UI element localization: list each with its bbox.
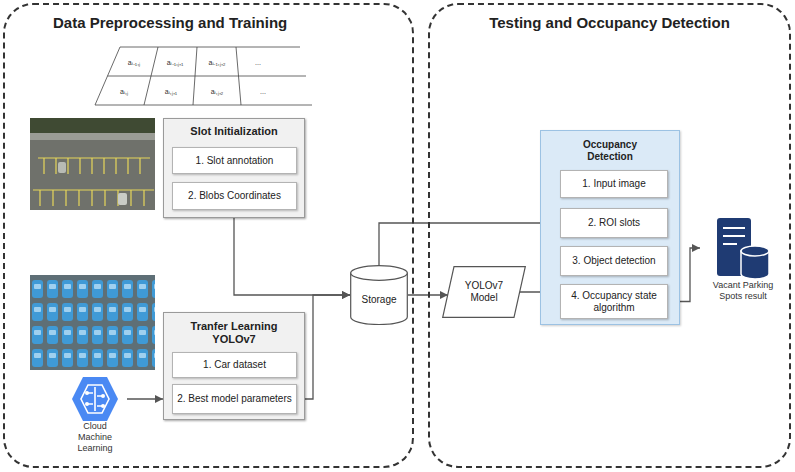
- icon-label: Cloud Machine Learning: [72, 421, 118, 453]
- brain-node: [85, 391, 89, 395]
- model-parallelogram: YOLOv7 Model: [442, 266, 526, 318]
- brain-lines: [87, 387, 103, 411]
- slot-lines: [38, 158, 150, 174]
- grid-line: [144, 47, 158, 105]
- connector-arrow: [127, 398, 163, 399]
- connector-arrow: [379, 223, 560, 265]
- parking-lot-photo: [30, 118, 155, 210]
- icon-label: Vacant Parking Spots result: [703, 280, 783, 302]
- process-step: 2. Best model parameters: [172, 384, 297, 414]
- node-text: 4. Occupancy state algorithm: [565, 290, 663, 314]
- grid-line: [236, 47, 241, 105]
- grid-line: [108, 76, 307, 77]
- region-heading: Data Preprocessing and Training: [5, 5, 412, 32]
- region-panel: YOLOv7 Model 1. Input image 2. ROI slots 3.…: [428, 3, 791, 468]
- car-rows: [30, 278, 155, 370]
- cell-label: aᵢ₋₁,ⱼ: [128, 59, 140, 66]
- database-top: [741, 246, 769, 256]
- parked-car: [118, 193, 127, 205]
- server-icon: Vacant Parking Spots result: [700, 218, 786, 302]
- node-text: 1. Car dataset: [203, 359, 266, 371]
- group-heading: Slot Initialization: [164, 119, 304, 138]
- photo-ground: [30, 118, 155, 210]
- panel-heading: Occupancy Detection: [566, 131, 654, 163]
- cell-label: aᵢ₋₁,ⱼ₊₁: [167, 59, 184, 66]
- process-step: 1. Slot annotation: [172, 147, 297, 174]
- cylinder-top: [351, 266, 408, 281]
- node-text: 2. ROI slots: [588, 217, 640, 229]
- brain-node: [101, 404, 105, 408]
- node-text: 2. Blobs Coordinates: [188, 190, 281, 202]
- grid-line: [95, 105, 312, 106]
- node-text: 1. Slot annotation: [196, 155, 274, 167]
- cell-label: aᵢ₋₁,ⱼ₊₂: [208, 59, 225, 66]
- grid-line: [193, 47, 197, 105]
- process-group: 1. Car dataset 2. Best model parameters Tr…: [163, 312, 305, 420]
- node-text: Storage: [361, 294, 396, 306]
- region-heading: Testing and Occupancy Detection: [430, 5, 789, 32]
- process-step: 4. Occupancy state algorithm: [560, 284, 668, 319]
- grid-line: [95, 47, 120, 105]
- region-panel: 1. Slot annotation 2. Blobs Coordinates Sl…: [3, 3, 414, 468]
- group-heading: Tranfer Learning YOLOv7: [175, 313, 293, 346]
- process-step: 1. Input image: [560, 170, 668, 198]
- process-step: 3. Object detection: [560, 246, 668, 276]
- parallelogram-shape: [443, 267, 526, 318]
- photo-ground: [30, 275, 155, 370]
- cell-label: ...: [260, 88, 266, 95]
- cell-label: aᵢ,ⱼ: [120, 88, 128, 95]
- slot-grid: [95, 47, 312, 105]
- slot-lines: [33, 190, 154, 206]
- car-dataset-photo: [30, 275, 155, 370]
- photo-trees: [30, 118, 155, 133]
- parked-car: [58, 162, 66, 173]
- process-step: 1. Car dataset: [172, 352, 297, 378]
- hexagon-icon: [72, 377, 118, 421]
- storage-cylinder: Storage: [350, 265, 408, 325]
- process-step: 2. Blobs Coordinates: [172, 182, 297, 210]
- cell-label: aᵢ,ⱼ₊₁: [165, 88, 177, 95]
- brain-outline: [81, 385, 109, 413]
- node-text: 3. Object detection: [572, 255, 655, 267]
- cloud-ml-icon: Cloud Machine Learning: [63, 377, 127, 453]
- connector-arrow: [234, 218, 350, 295]
- process-group: 1. Slot annotation 2. Blobs Coordinates Sl…: [163, 118, 305, 218]
- process-step: 2. ROI slots: [560, 208, 668, 238]
- node-text: 2. Best model parameters: [177, 393, 292, 405]
- node-text: 1. Input image: [582, 178, 645, 190]
- cell-label: ...: [255, 59, 261, 66]
- brain-node: [101, 394, 105, 398]
- server-slots: [723, 228, 745, 244]
- brain-node: [85, 402, 89, 406]
- detection-panel: 1. Input image 2. ROI slots 3. Object dete…: [540, 130, 680, 325]
- photo-wall: [30, 133, 155, 140]
- grid-line: [120, 47, 300, 48]
- server-database-icon: [713, 218, 773, 280]
- hexagon-shape: [72, 377, 118, 421]
- node-text: YOLOv7 Model: [462, 280, 506, 304]
- cell-label: aᵢ,ⱼ₊₂: [211, 88, 224, 95]
